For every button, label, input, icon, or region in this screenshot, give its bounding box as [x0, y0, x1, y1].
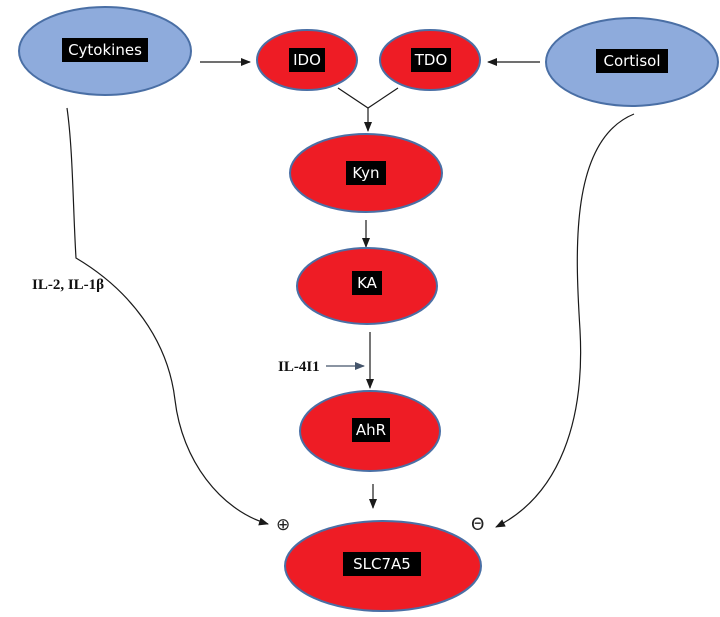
node-ahr-label: AhR	[356, 421, 386, 439]
node-cortisol-label: Cortisol	[603, 52, 660, 70]
node-cytokines-label: Cytokines	[68, 41, 142, 59]
node-cytokines: Cytokines	[18, 6, 192, 96]
edge-cytokines-to-slc7a5	[66, 107, 269, 526]
edge-label-il4i1: IL-4I1	[278, 359, 320, 375]
node-kyn: Kyn	[289, 133, 443, 213]
plus-sign: ⊕	[276, 515, 290, 535]
node-tdo-label: TDO	[414, 51, 448, 69]
node-ka-label: KA	[357, 274, 378, 292]
node-cortisol: Cortisol	[545, 17, 719, 107]
node-ahr: AhR	[299, 390, 441, 472]
edge-ido-tdo-merge	[337, 87, 399, 109]
node-ka: KA	[296, 247, 438, 325]
node-slc7a5: SLC7A5	[284, 520, 482, 612]
node-ido-label: IDO	[293, 51, 321, 69]
node-kyn-label: Kyn	[352, 164, 379, 182]
edge-label-il2-il1b: IL-2, IL-1β	[32, 277, 104, 293]
node-tdo: TDO	[379, 29, 481, 91]
edge-cortisol-to-slc7a5	[495, 113, 635, 528]
minus-sign: Θ	[471, 515, 484, 535]
node-ido: IDO	[256, 29, 358, 91]
node-slc7a5-label: SLC7A5	[353, 555, 411, 573]
